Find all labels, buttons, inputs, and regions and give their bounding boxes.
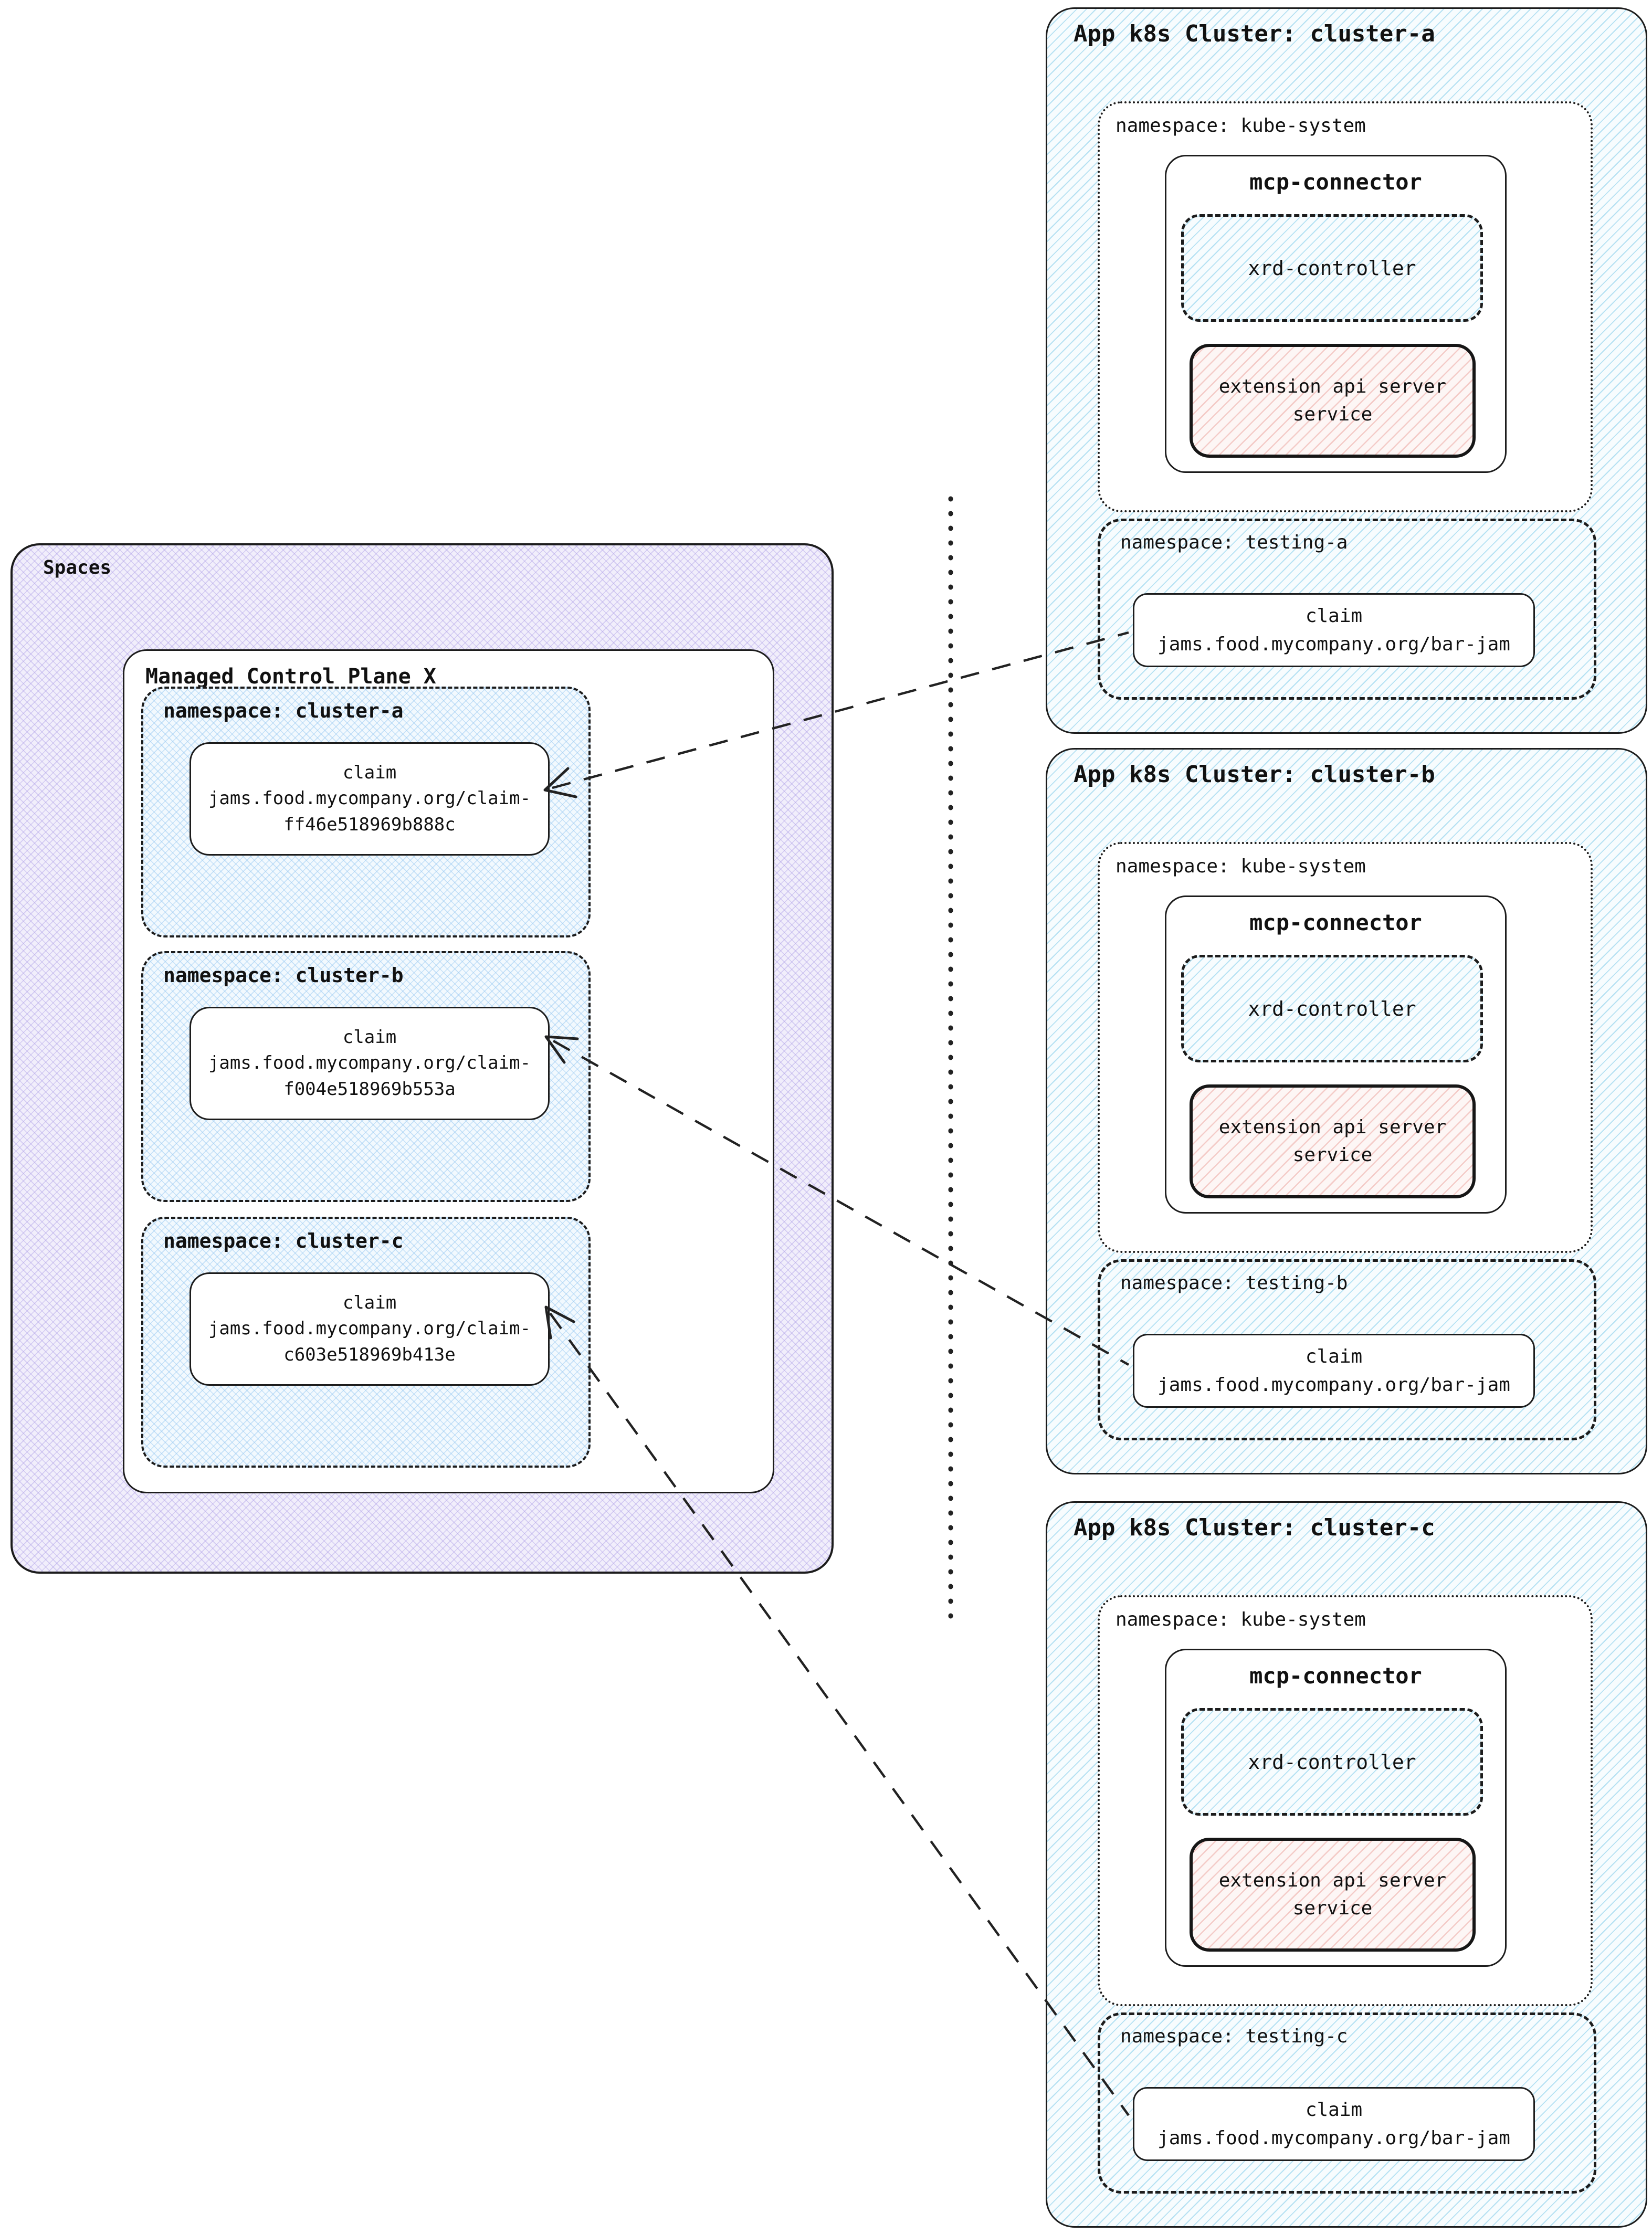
kube-system-label: namespace: kube-system	[1116, 1609, 1366, 1630]
claim-value: jams.food.mycompany.org/bar-jam	[1158, 2127, 1510, 2149]
testing-namespace-label: namespace: testing-a	[1120, 532, 1348, 553]
managed-control-plane-title: Managed Control Plane X	[145, 665, 436, 689]
cluster-a-group: App k8s Cluster: cluster-a namespace: ku…	[1046, 7, 1647, 734]
claim-line-1: jams.food.mycompany.org/claim-	[208, 788, 531, 809]
spaces-group: Spaces Managed Control Plane X namespace…	[10, 543, 834, 1574]
claim-title: claim	[342, 762, 397, 784]
mcp-connector-title: mcp-connector	[1249, 169, 1422, 195]
claim-title: claim	[1305, 2099, 1363, 2121]
cluster-a-testing-namespace-group: namespace: testing-a claim jams.food.myc…	[1098, 519, 1596, 700]
namespace-cluster-b-label: namespace: cluster-b	[163, 964, 404, 987]
mcp-connector-group: mcp-connector xrd-controller extension a…	[1165, 1649, 1507, 1967]
cluster-b-kube-system-group: namespace: kube-system mcp-connector xrd…	[1098, 842, 1593, 1253]
testing-namespace-label: namespace: testing-c	[1120, 2026, 1348, 2047]
xrd-controller-box: xrd-controller	[1181, 955, 1483, 1062]
extension-api-server-box: extension api server service	[1190, 344, 1476, 458]
cluster-c-testing-namespace-group: namespace: testing-c claim jams.food.myc…	[1098, 2012, 1596, 2194]
claim-value: jams.food.mycompany.org/bar-jam	[1158, 633, 1510, 655]
claim-line-2: c603e518969b413e	[283, 1344, 456, 1365]
claim-box-cluster-b: claim jams.food.mycompany.org/claim- f00…	[190, 1007, 550, 1120]
cluster-c-kube-system-group: namespace: kube-system mcp-connector xrd…	[1098, 1595, 1593, 2006]
claim-box-cluster-c: claim jams.food.mycompany.org/claim- c60…	[190, 1272, 550, 1386]
namespace-cluster-c-group: namespace: cluster-c claim jams.food.myc…	[141, 1217, 591, 1468]
testing-claim-box: claim jams.food.mycompany.org/bar-jam	[1133, 2087, 1535, 2161]
mcp-connector-title: mcp-connector	[1249, 1663, 1422, 1689]
namespace-cluster-a-group: namespace: cluster-a claim jams.food.myc…	[141, 687, 591, 937]
cluster-b-title: App k8s Cluster: cluster-b	[1074, 761, 1435, 788]
claim-title: claim	[342, 1292, 397, 1314]
xrd-controller-box: xrd-controller	[1181, 1708, 1483, 1816]
namespace-cluster-a-label: namespace: cluster-a	[163, 699, 404, 722]
cluster-a-kube-system-group: namespace: kube-system mcp-connector xrd…	[1098, 101, 1593, 512]
cluster-b-testing-namespace-group: namespace: testing-b claim jams.food.myc…	[1098, 1259, 1596, 1440]
testing-claim-box: claim jams.food.mycompany.org/bar-jam	[1133, 593, 1535, 667]
extension-api-server-box: extension api server service	[1190, 1084, 1476, 1198]
xrd-controller-box: xrd-controller	[1181, 214, 1483, 322]
extension-line-1: extension api server	[1218, 376, 1447, 398]
claim-title: claim	[1305, 605, 1363, 627]
extension-line-2: service	[1292, 403, 1373, 425]
extension-line-1: extension api server	[1218, 1870, 1447, 1892]
kube-system-label: namespace: kube-system	[1116, 115, 1366, 136]
mcp-connector-title: mcp-connector	[1249, 910, 1422, 935]
claim-line-1: jams.food.mycompany.org/claim-	[208, 1318, 531, 1340]
claim-line-2: ff46e518969b888c	[283, 814, 456, 835]
cluster-c-group: App k8s Cluster: cluster-c namespace: ku…	[1046, 1501, 1647, 2228]
namespace-cluster-c-label: namespace: cluster-c	[163, 1229, 404, 1252]
extension-line-1: extension api server	[1218, 1116, 1447, 1139]
extension-api-server-box: extension api server service	[1190, 1838, 1476, 1952]
testing-claim-box: claim jams.food.mycompany.org/bar-jam	[1133, 1334, 1535, 1408]
managed-control-plane-group: Managed Control Plane X namespace: clust…	[123, 649, 774, 1493]
namespace-cluster-b-group: namespace: cluster-b claim jams.food.myc…	[141, 951, 591, 1202]
extension-line-2: service	[1292, 1144, 1373, 1166]
claim-title: claim	[1305, 1345, 1363, 1367]
cluster-b-group: App k8s Cluster: cluster-b namespace: ku…	[1046, 748, 1647, 1474]
mcp-connector-group: mcp-connector xrd-controller extension a…	[1165, 155, 1507, 473]
kube-system-label: namespace: kube-system	[1116, 856, 1366, 877]
claim-title: claim	[342, 1027, 397, 1048]
claim-line-1: jams.food.mycompany.org/claim-	[208, 1052, 531, 1074]
claim-line-2: f004e518969b553a	[283, 1078, 456, 1100]
testing-namespace-label: namespace: testing-b	[1120, 1272, 1348, 1294]
mcp-connector-group: mcp-connector xrd-controller extension a…	[1165, 895, 1507, 1214]
claim-value: jams.food.mycompany.org/bar-jam	[1158, 1374, 1510, 1396]
cluster-c-title: App k8s Cluster: cluster-c	[1074, 1514, 1435, 1541]
claim-box-cluster-a: claim jams.food.mycompany.org/claim- ff4…	[190, 742, 550, 856]
cluster-a-title: App k8s Cluster: cluster-a	[1074, 20, 1435, 47]
extension-line-2: service	[1292, 1897, 1373, 1919]
spaces-title: Spaces	[43, 557, 112, 578]
